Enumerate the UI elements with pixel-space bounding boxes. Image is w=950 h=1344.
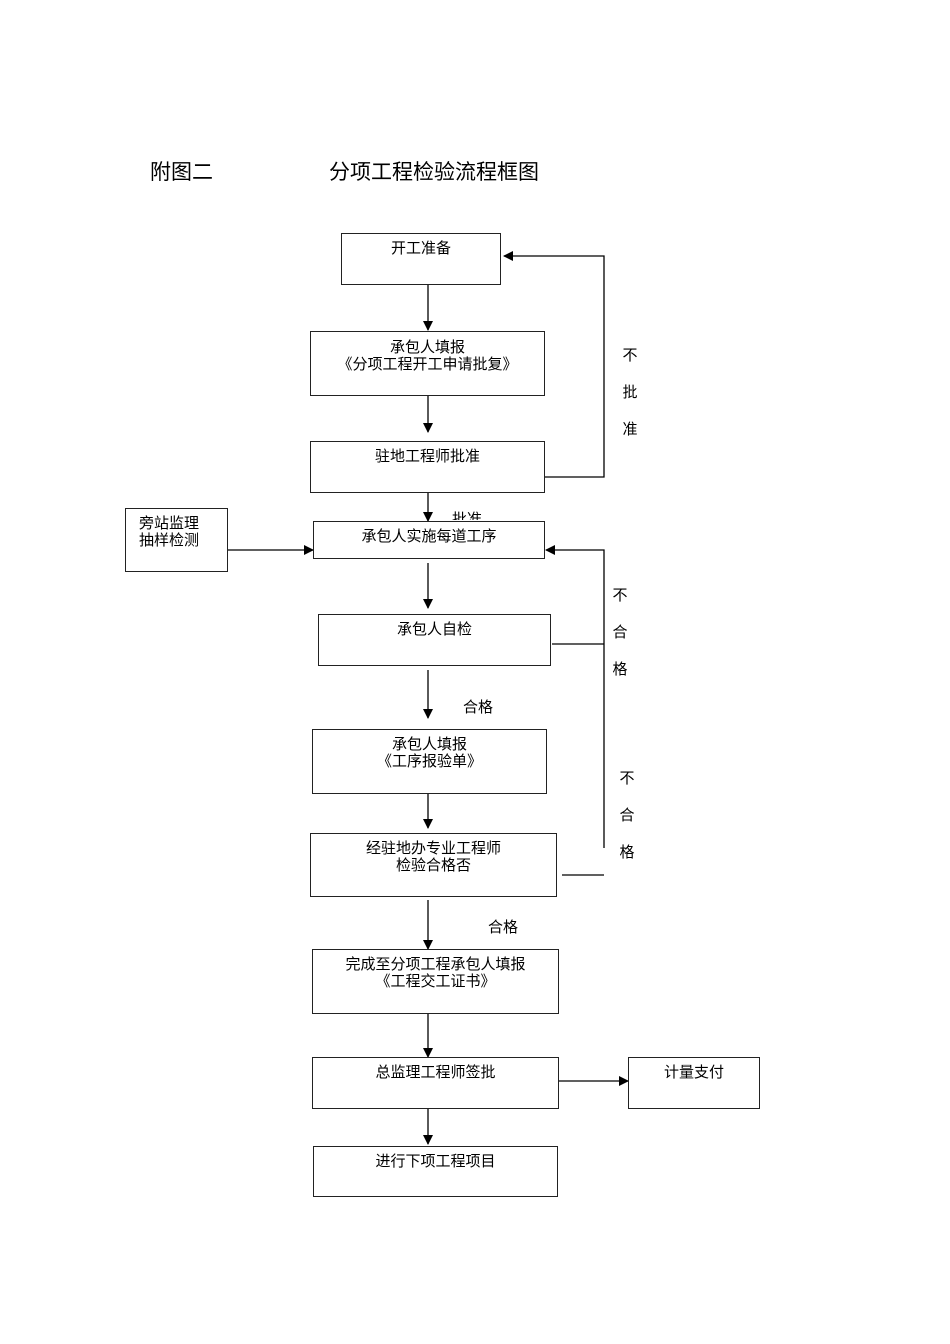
node-contractor-execute: 承包人实施每道工序: [313, 521, 545, 559]
label-char: 合: [619, 806, 635, 824]
loop-fail-main: [545, 545, 605, 848]
label-not-approved: 不批准: [621, 337, 639, 448]
node-text: 《工程交工证书》: [375, 972, 496, 990]
node-text: 完成至分项工程承包人填报: [345, 955, 526, 973]
node-contractor-apply: 承包人填报 《分项工程开工申请批复》: [310, 331, 545, 396]
label-char: 不: [612, 586, 628, 604]
node-text: 旁站监理: [139, 514, 200, 532]
node-text: 计量支付: [663, 1063, 724, 1081]
label-char: 合: [612, 623, 628, 641]
label-pass-1: 合格: [463, 698, 494, 716]
node-text: 驻地工程师批准: [374, 447, 480, 465]
label-char: 批: [622, 383, 638, 401]
label-char: 不: [619, 769, 635, 787]
node-start-prep: 开工准备: [341, 233, 501, 285]
node-text: 进行下项工程项目: [375, 1152, 496, 1170]
label-char: 格: [619, 843, 635, 861]
appendix-label: 附图二: [150, 160, 213, 184]
node-text: 承包人实施每道工序: [361, 527, 497, 545]
diagram-title: 分项工程检验流程框图: [329, 160, 539, 184]
loop-not-approved: [503, 251, 605, 478]
label-pass-2: 合格: [488, 918, 519, 936]
label-fail-1: 不合格: [611, 577, 629, 688]
node-text: 检验合格否: [395, 856, 471, 874]
node-contractor-report: 承包人填报 《工序报验单》: [312, 729, 547, 794]
label-char: 准: [622, 420, 638, 438]
node-chief-engineer-sign: 总监理工程师签批: [312, 1057, 559, 1109]
node-resident-engineer-approve: 驻地工程师批准: [310, 441, 545, 493]
node-text: 《工序报验单》: [376, 752, 482, 770]
node-text: 抽样检测: [139, 531, 200, 549]
node-text: 承包人填报: [389, 338, 465, 356]
node-payment: 计量支付: [628, 1057, 760, 1109]
node-text: 《分项工程开工申请批复》: [337, 355, 518, 373]
node-contractor-selfcheck: 承包人自检: [318, 614, 551, 666]
node-text: 总监理工程师签批: [375, 1063, 496, 1081]
node-side-supervision: 旁站监理 抽样检测: [125, 508, 228, 572]
node-specialist-inspect: 经驻地办专业工程师 检验合格否: [310, 833, 557, 897]
label-approved: 批准: [452, 510, 483, 520]
node-completion-report: 完成至分项工程承包人填报 《工程交工证书》: [312, 949, 559, 1014]
node-text: 经驻地办专业工程师: [365, 839, 501, 857]
node-next-item: 进行下项工程项目: [313, 1146, 558, 1197]
node-text: 开工准备: [390, 239, 451, 257]
label-char: 不: [622, 346, 638, 364]
label-fail-2: 不合格: [618, 760, 636, 871]
label-char: 格: [612, 660, 628, 678]
node-text: 承包人自检: [396, 620, 472, 638]
node-text: 承包人填报: [391, 735, 467, 753]
